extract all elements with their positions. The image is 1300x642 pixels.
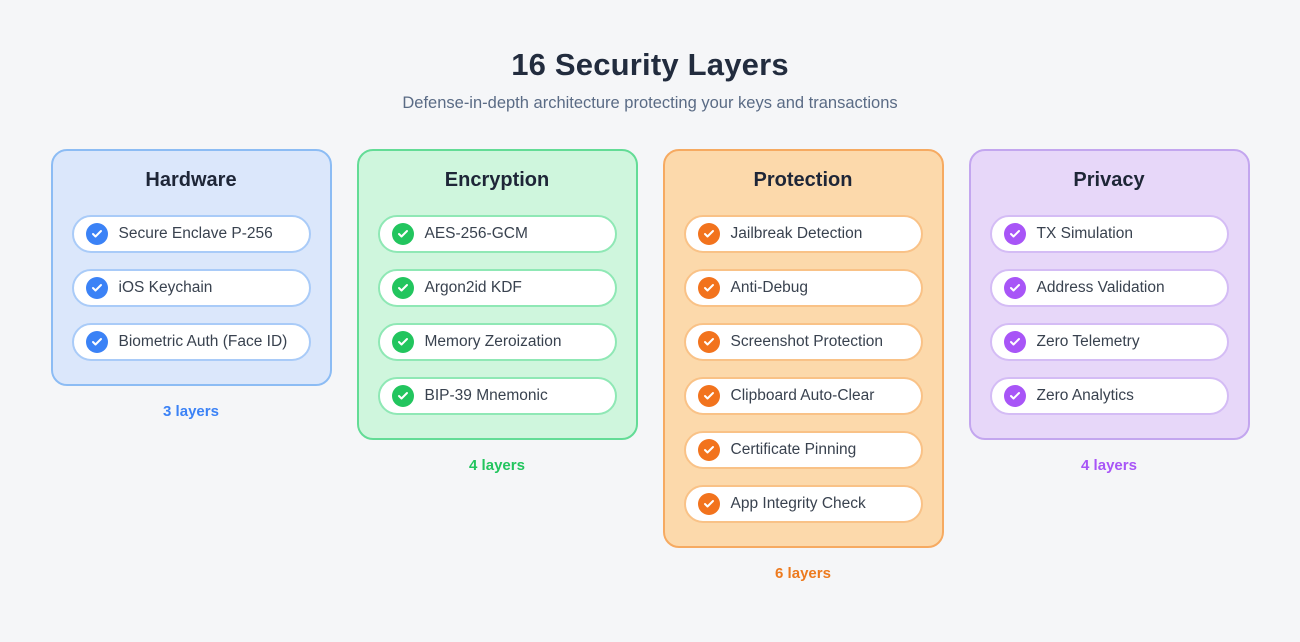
layer-count-label: 4 layers <box>469 457 525 474</box>
layer-label: Address Validation <box>1036 279 1165 296</box>
check-circle-icon <box>391 223 414 245</box>
layer-list: Secure Enclave P-256 iOS Keychain Biomet… <box>71 215 311 361</box>
layer-count-label: 3 layers <box>163 403 219 420</box>
layer-label: BIP-39 Mnemonic <box>424 387 548 404</box>
layer-label: TX Simulation <box>1036 225 1133 242</box>
layer-pill: Certificate Pinning <box>683 431 923 469</box>
layer-pill: Anti-Debug <box>683 269 923 307</box>
layer-pill: Argon2id KDF <box>377 269 617 307</box>
layer-count-label: 4 layers <box>1081 457 1137 474</box>
check-circle-icon <box>1003 331 1026 353</box>
layer-label: Biometric Auth (Face ID) <box>118 333 288 350</box>
layer-pill: BIP-39 Mnemonic <box>377 377 617 415</box>
card-hardware: Hardware Secure Enclave P-256 iOS Keycha… <box>50 149 332 386</box>
column-privacy: Privacy TX Simulation Address Validation… <box>968 149 1250 474</box>
check-circle-icon <box>697 493 720 515</box>
layer-label: AES-256-GCM <box>424 225 528 242</box>
layer-pill: iOS Keychain <box>71 269 311 307</box>
layer-list: TX Simulation Address Validation Zero Te… <box>989 215 1229 415</box>
layer-label: Zero Analytics <box>1036 387 1134 404</box>
column-protection: Protection Jailbreak Detection Anti-Debu… <box>662 149 944 582</box>
card-protection: Protection Jailbreak Detection Anti-Debu… <box>662 149 944 548</box>
card-title: Protection <box>753 169 853 191</box>
layer-label: Clipboard Auto-Clear <box>730 387 875 404</box>
check-circle-icon <box>697 439 720 461</box>
check-circle-icon <box>391 385 414 407</box>
check-circle-icon <box>391 277 414 299</box>
page-title: 16 Security Layers <box>511 47 789 82</box>
layer-label: Zero Telemetry <box>1036 333 1140 350</box>
layer-pill: Screenshot Protection <box>683 323 923 361</box>
layer-pill: Address Validation <box>989 269 1229 307</box>
check-circle-icon <box>697 277 720 299</box>
layer-list: Jailbreak Detection Anti-Debug Screensho… <box>683 215 923 523</box>
layer-list: AES-256-GCM Argon2id KDF Memory Zeroizat… <box>377 215 617 415</box>
layer-label: Memory Zeroization <box>424 333 562 350</box>
layer-label: Certificate Pinning <box>730 441 857 458</box>
check-circle-icon <box>85 223 108 245</box>
layer-pill: AES-256-GCM <box>377 215 617 253</box>
layer-pill: Memory Zeroization <box>377 323 617 361</box>
layer-count-label: 6 layers <box>775 565 831 582</box>
card-privacy: Privacy TX Simulation Address Validation… <box>968 149 1250 440</box>
layer-pill: TX Simulation <box>989 215 1229 253</box>
layer-pill: Clipboard Auto-Clear <box>683 377 923 415</box>
check-circle-icon <box>1003 277 1026 299</box>
card-title: Privacy <box>1073 169 1145 191</box>
layer-pill: Zero Analytics <box>989 377 1229 415</box>
page-subtitle: Defense-in-depth architecture protecting… <box>402 94 898 112</box>
layer-label: Screenshot Protection <box>730 333 884 350</box>
security-cards-row: Hardware Secure Enclave P-256 iOS Keycha… <box>0 149 1300 582</box>
check-circle-icon <box>1003 223 1026 245</box>
column-hardware: Hardware Secure Enclave P-256 iOS Keycha… <box>50 149 332 420</box>
check-circle-icon <box>85 277 108 299</box>
layer-label: Secure Enclave P-256 <box>118 225 273 242</box>
check-circle-icon <box>697 385 720 407</box>
layer-pill: Biometric Auth (Face ID) <box>71 323 311 361</box>
page-header: 16 Security Layers Defense-in-depth arch… <box>0 0 1300 114</box>
layer-label: iOS Keychain <box>118 279 213 296</box>
check-circle-icon <box>697 223 720 245</box>
check-circle-icon <box>1003 385 1026 407</box>
check-circle-icon <box>85 331 108 353</box>
card-title: Hardware <box>145 169 237 191</box>
layer-pill: Secure Enclave P-256 <box>71 215 311 253</box>
layer-label: Jailbreak Detection <box>730 225 863 242</box>
layer-pill: Jailbreak Detection <box>683 215 923 253</box>
layer-label: App Integrity Check <box>730 495 866 512</box>
check-circle-icon <box>391 331 414 353</box>
card-encryption: Encryption AES-256-GCM Argon2id KDF Memo… <box>356 149 638 440</box>
check-circle-icon <box>697 331 720 353</box>
layer-pill: App Integrity Check <box>683 485 923 523</box>
layer-label: Argon2id KDF <box>424 279 522 296</box>
column-encryption: Encryption AES-256-GCM Argon2id KDF Memo… <box>356 149 638 474</box>
card-title: Encryption <box>444 169 550 191</box>
layer-pill: Zero Telemetry <box>989 323 1229 361</box>
layer-label: Anti-Debug <box>730 279 809 296</box>
